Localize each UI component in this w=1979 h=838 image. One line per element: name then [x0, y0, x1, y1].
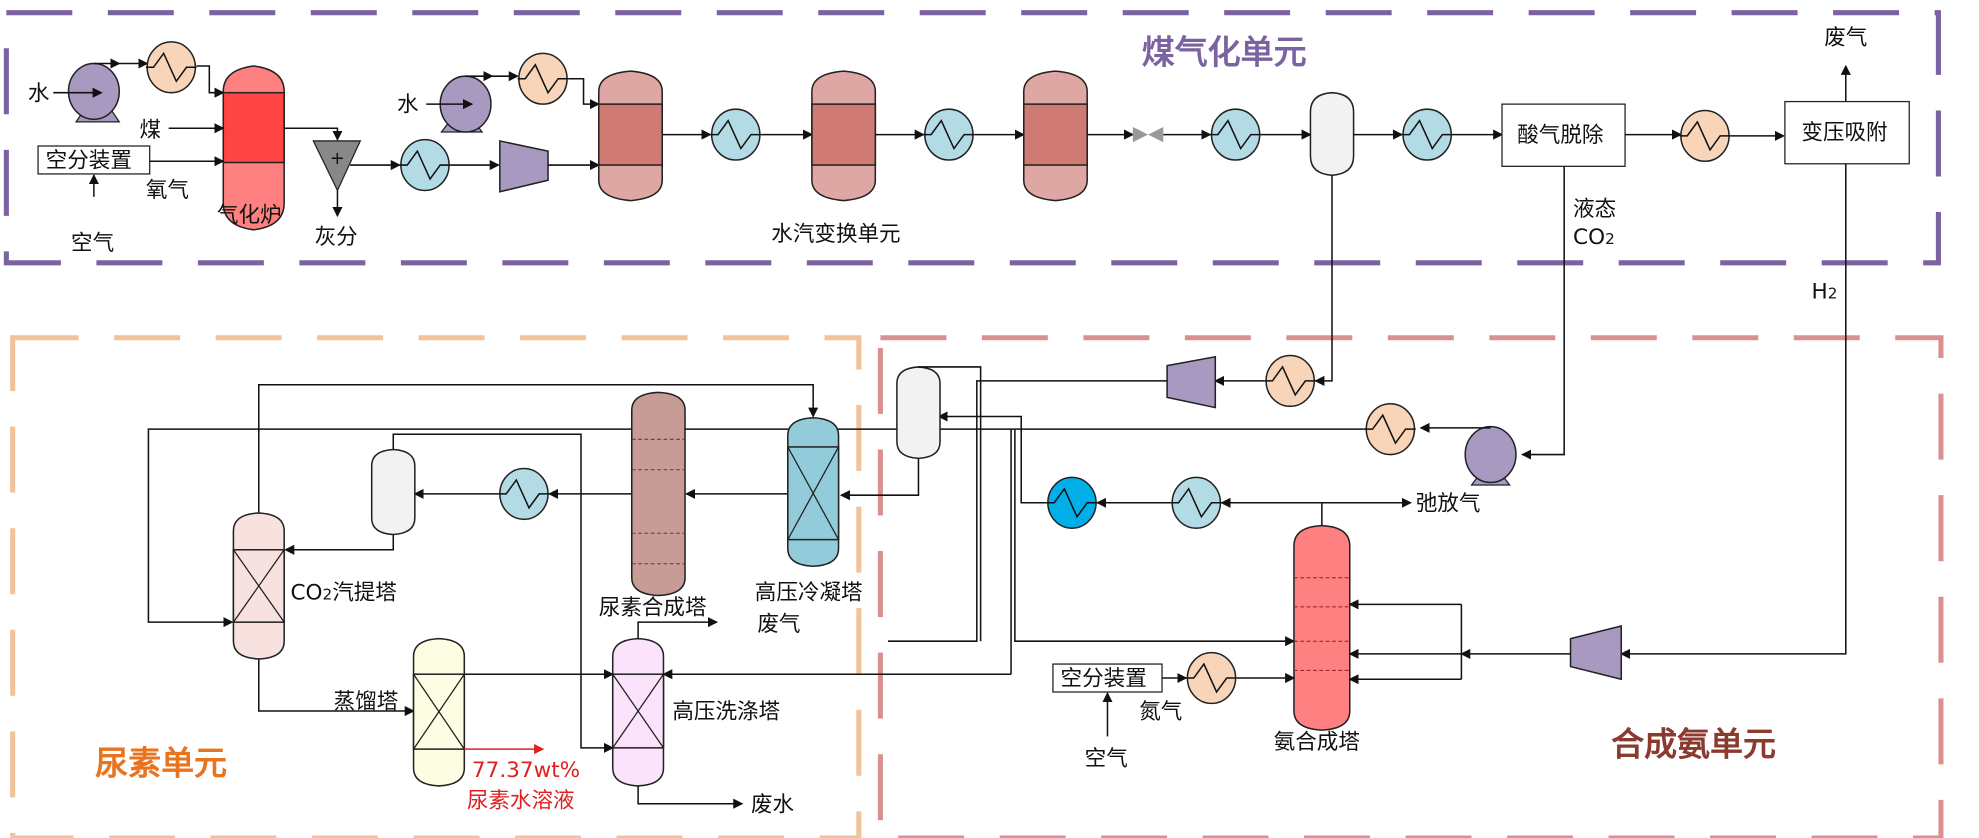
co2-stripper-icon [232, 512, 285, 660]
shift-reactor-icon [811, 70, 877, 202]
chiller-icon [1045, 476, 1099, 529]
heater-icon [145, 41, 198, 94]
urea-reactor-label: 尿素合成塔 [599, 596, 707, 621]
water-label-2: 水 [397, 93, 419, 118]
flash-drum-icon [370, 448, 416, 536]
flash-drum-icon [1309, 91, 1355, 176]
hp-condenser-label: 高压冷凝塔 [755, 580, 863, 605]
ash-label: 灰分 [315, 225, 358, 250]
shift-reactor-icon [1022, 70, 1088, 202]
hp-scrubber-label: 高压洗涤塔 [672, 700, 780, 725]
asu-label-1: 空分装置 [46, 149, 132, 174]
psa-box [1784, 100, 1910, 165]
liquid-co2-label: 液态 [1573, 197, 1616, 222]
product-label: 尿素水溶液 [467, 789, 575, 814]
cooler-icon [709, 108, 762, 161]
distillation-column-icon [412, 637, 466, 787]
liquid-co2-formula: CO2 [1573, 225, 1615, 250]
ammonia-reactor-label: 氨合成塔 [1274, 730, 1360, 755]
co2-stripper-label: CO2汽提塔 [291, 580, 397, 605]
h2-label: H2 [1812, 279, 1838, 304]
asu-label-2: 空分装置 [1061, 667, 1147, 692]
cooler-icon [922, 108, 976, 161]
offgas-top-label: 废气 [1824, 25, 1867, 50]
pump-icon [1464, 425, 1517, 486]
compressor-icon [1166, 355, 1217, 409]
ammonia-reactor-icon [1293, 524, 1351, 731]
coal-gasification-unit-border [3, 10, 1941, 266]
air-label-1: 空气 [71, 231, 114, 256]
cooler-icon [1401, 108, 1454, 161]
cyclone-icon: + [312, 140, 362, 192]
svg-text:+: + [330, 149, 345, 169]
cooler-icon [398, 138, 452, 192]
heater-icon [1185, 651, 1238, 705]
ammonia-unit-title: 合成氨单元 [1611, 724, 1776, 763]
urea-reactor-icon [630, 391, 686, 597]
water-gas-shift-label: 水汽变换单元 [771, 222, 900, 247]
compressor-icon [499, 139, 549, 193]
offgas-urea-label: 废气 [757, 612, 800, 637]
hp-condenser-icon [787, 416, 840, 568]
wastewater-label: 废水 [751, 792, 795, 817]
air-label-2: 空气 [1085, 747, 1128, 772]
cooler-icon [497, 467, 551, 521]
coal-label: 煤 [140, 118, 162, 143]
flash-drum-icon [896, 366, 941, 460]
valve-icon [1132, 126, 1164, 143]
hp-scrubber-icon [611, 637, 665, 787]
compressor-icon [1569, 624, 1623, 681]
nitrogen-label: 氮气 [1139, 700, 1182, 725]
coal-gasification-unit-title: 煤气化单元 [1142, 32, 1307, 71]
shift-reactor-icon [598, 70, 663, 202]
heater-icon [516, 52, 570, 105]
product-concentration: 77.37wt% [472, 758, 580, 783]
ammonia-unit-border [877, 335, 1944, 838]
purge-gas-label: 弛放气 [1416, 491, 1481, 516]
acid-gas-removal-box [1501, 103, 1626, 167]
asu-box-1 [37, 145, 151, 175]
heater-icon [1678, 109, 1732, 163]
gasifier-icon [222, 65, 285, 231]
asu-box-2 [1052, 663, 1163, 693]
acid-gas-removal-label: 酸气脱除 [1517, 123, 1604, 148]
cooler-icon [1209, 108, 1262, 161]
heater-icon [1264, 354, 1317, 408]
psa-label: 变压吸附 [1801, 121, 1887, 146]
oxygen-label: 氧气 [146, 178, 189, 203]
urea-unit-border [10, 335, 862, 838]
water-label-1: 水 [28, 81, 50, 106]
cooler-icon [1170, 476, 1223, 529]
urea-unit-title: 尿素单元 [95, 744, 227, 783]
gasifier-label: 气化炉 [217, 203, 282, 228]
heater-icon [1364, 403, 1417, 456]
distillation-label: 蒸馏塔 [334, 689, 399, 714]
